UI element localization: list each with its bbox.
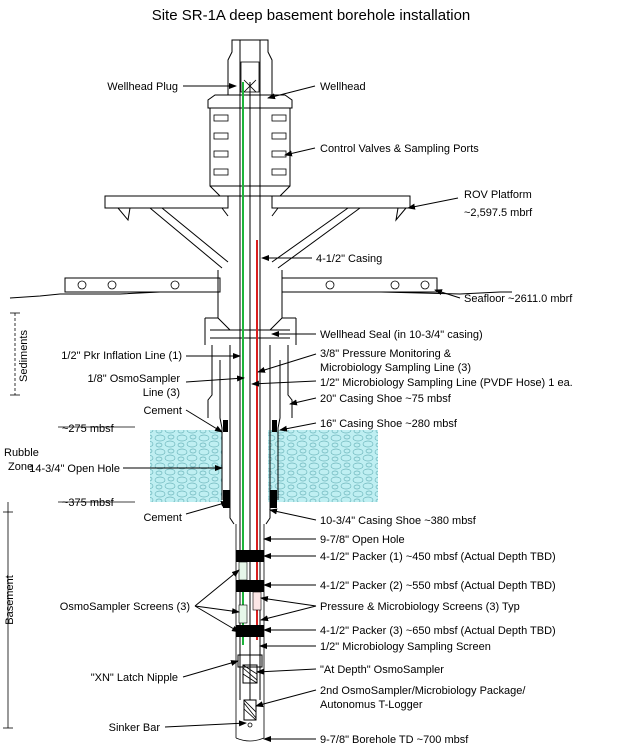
diagram-title: Site SR-1A deep basement borehole instal… (152, 7, 471, 24)
seafloor-line (9, 291, 512, 299)
casing-16in (219, 360, 281, 500)
label-at-depth: "At Depth" OsmoSampler (320, 664, 444, 676)
rubble-zone (150, 430, 378, 502)
label-packer-2: 4-1/2" Packer (2) ~550 mbsf (Actual Dept… (320, 580, 556, 592)
labels: Wellhead Plug Wellhead Control Valves & … (4, 81, 573, 746)
label-sinker-bar: Sinker Bar (109, 722, 161, 734)
label-shoe-16: 16" Casing Shoe ~280 mbsf (320, 418, 458, 430)
label-sediments: Sediments (18, 330, 30, 382)
casing-20in (207, 345, 293, 418)
leader-lines (123, 83, 461, 742)
label-open-hole-1434: 14-3/4" Open Hole (29, 463, 120, 475)
label-xn-nipple: "XN" Latch Nipple (91, 672, 178, 684)
label-micro-screen: 1/2" Microbiology Sampling Screen (320, 641, 491, 653)
label-pressure-monitoring: 3/8" Pressure Monitoring & (320, 348, 452, 360)
label-micro-line: 1/2" Microbiology Sampling Line (PVDF Ho… (320, 377, 573, 389)
wellhead-base (64, 270, 438, 345)
label-seafloor: Seafloor ~2611.0 mbrf (464, 293, 573, 305)
depth-markers (3, 312, 135, 729)
label-wellhead: Wellhead (320, 81, 366, 93)
label-shoe-1034: 10-3/4" Casing Shoe ~380 mbsf (320, 515, 477, 527)
label-wellhead-seal: Wellhead Seal (in 10-3/4" casing) (320, 329, 483, 341)
label-osmo-line-2: Line (3) (143, 387, 180, 399)
label-rov-depth: ~2,597.5 mbrf (464, 207, 533, 219)
label-packer-3: 4-1/2" Packer (3) ~650 mbsf (Actual Dept… (320, 625, 556, 637)
label-osmo-line: 1/8" OsmoSampler (87, 373, 180, 385)
label-depth-275: ~275 mbsf (62, 423, 115, 435)
label-pressure-monitoring-2: Microbiology Sampling Line (3) (320, 362, 471, 374)
label-casing-412: 4-1/2" Casing (316, 253, 382, 265)
label-control-valves: Control Valves & Sampling Ports (320, 143, 479, 155)
casing-1034in (223, 345, 277, 525)
label-zone: Zone (8, 461, 33, 473)
label-osmo-screens: OsmoSampler Screens (3) (60, 601, 190, 613)
label-cement-bottom: Cement (143, 512, 182, 524)
label-depth-375: ~375 mbsf (62, 497, 115, 509)
label-package: 2nd OsmoSampler/Microbiology Package/ (320, 685, 526, 697)
label-cement-top: Cement (143, 405, 182, 417)
label-borehole-td: 9-7/8" Borehole TD ~700 mbsf (320, 734, 469, 744)
label-rov-platform: ROV Platform (464, 189, 532, 201)
label-pkr-inflation: 1/2" Pkr Inflation Line (1) (61, 350, 182, 362)
label-package-2: Autonomus T-Logger (320, 699, 423, 711)
label-packer-1: 4-1/2" Packer (1) ~450 mbsf (Actual Dept… (320, 551, 556, 563)
label-pressure-screens: Pressure & Microbiology Screens (3) Typ (320, 601, 520, 613)
label-rubble: Rubble (4, 447, 39, 459)
osmosampler-package (242, 664, 258, 728)
label-basement: Basement (4, 575, 16, 625)
label-open-hole-978: 9-7/8" Open Hole (320, 534, 405, 546)
packers (236, 550, 264, 637)
label-shoe-20: 20" Casing Shoe ~75 mbsf (320, 393, 452, 405)
label-wellhead-plug: Wellhead Plug (107, 81, 178, 93)
